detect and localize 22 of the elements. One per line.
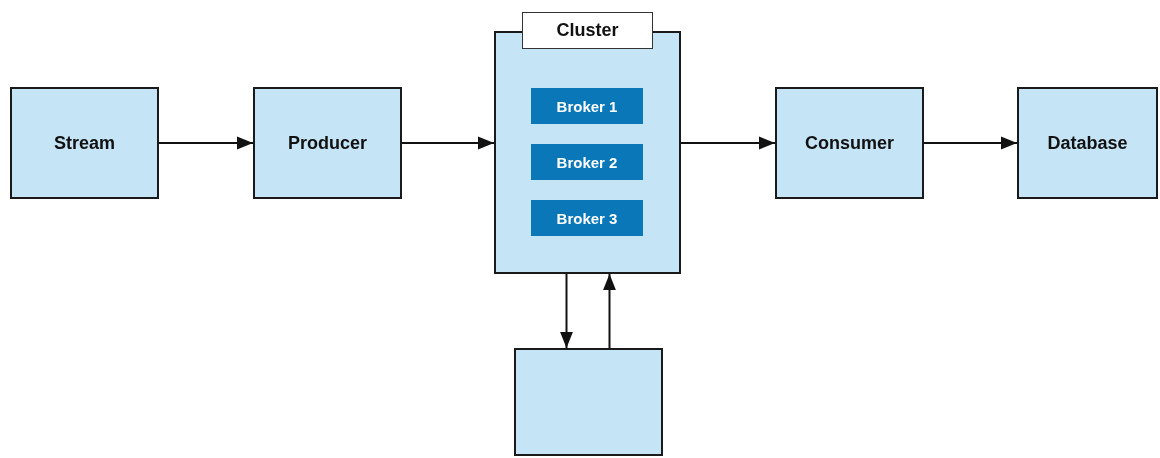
broker-box [531, 88, 643, 124]
node-label: Producer [288, 132, 367, 154]
arrow [603, 273, 616, 349]
broker-label: Broker 3 [556, 209, 618, 227]
arrow [923, 136, 1018, 150]
arrow [560, 273, 573, 349]
process-box [253, 87, 402, 199]
arrow [401, 136, 495, 150]
process-box [1017, 87, 1158, 199]
broker-label: Broker 2 [556, 153, 618, 171]
arrow [158, 136, 254, 150]
process-box [775, 87, 924, 199]
arrow [680, 136, 776, 150]
broker-box [531, 144, 643, 180]
process-box [10, 87, 159, 199]
process-box [514, 348, 663, 456]
node-label: Consumer [805, 132, 894, 154]
node-label: Stream [54, 132, 115, 154]
broker-label: Broker 1 [556, 97, 618, 115]
broker-box [531, 200, 643, 236]
node-label: Database [1047, 132, 1128, 154]
cluster-title: Cluster [522, 12, 653, 49]
